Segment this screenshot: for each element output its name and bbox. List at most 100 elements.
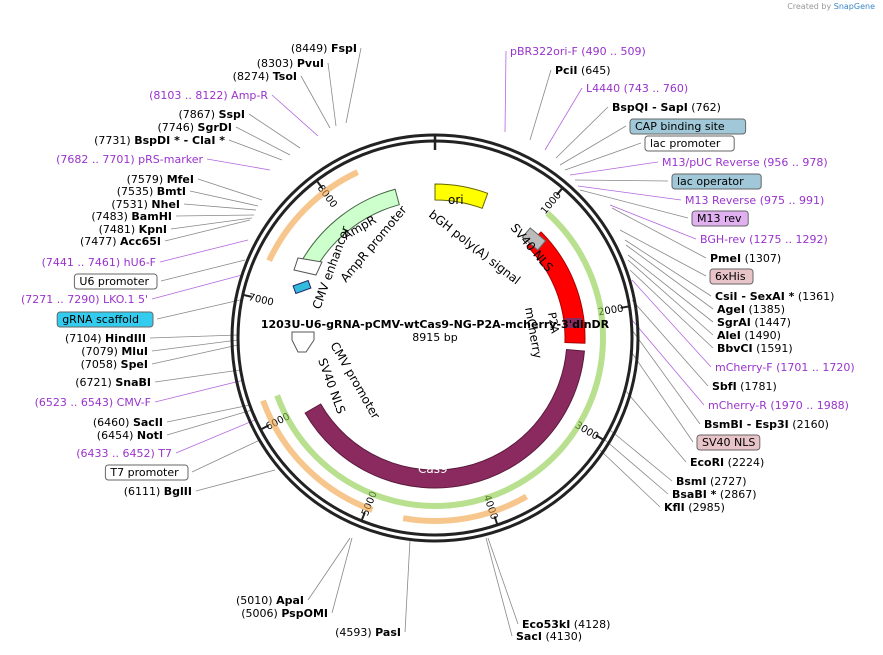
site-name: BGH-rev xyxy=(700,233,746,246)
leader-line xyxy=(529,69,552,141)
site-label-r3: L4440 (743 .. 760) xyxy=(586,82,688,95)
site-text: (8449) FspI xyxy=(291,42,357,55)
feature-box xyxy=(709,268,754,285)
feature-box xyxy=(671,173,762,190)
leader-line xyxy=(564,142,642,171)
leader-line xyxy=(154,379,245,403)
site-text: SbfI (1781) xyxy=(712,380,777,393)
leader-line xyxy=(331,537,353,614)
site-name: KflI xyxy=(664,501,685,514)
site-position: (8303) xyxy=(257,57,297,70)
site-label-b1: (5010) ApaI xyxy=(236,594,304,607)
site-position: (7867) xyxy=(178,108,218,121)
site-name: (6523 .. 6543) CMV-F xyxy=(35,396,151,409)
feature-box xyxy=(696,434,761,451)
site-label-b5: SacI (4130) xyxy=(516,630,582,643)
site-label-r20: SbfI (1781) xyxy=(712,380,777,393)
site-text: SacI (4130) xyxy=(516,630,582,643)
feature-box-label: CAP binding site xyxy=(635,120,725,133)
leader-line xyxy=(544,87,583,151)
site-name: (7682 .. 7701) pRS-marker xyxy=(56,153,203,166)
leader-line xyxy=(629,269,714,349)
site-label-l22: (6721) SnaBI xyxy=(75,376,151,389)
feature-box xyxy=(73,273,158,290)
site-text: PciI (645) xyxy=(555,64,611,77)
site-text: (6523 .. 6543) CMV-F xyxy=(35,396,151,409)
site-text: BsmI (2727) xyxy=(676,475,747,488)
site-text: EcoRI (2224) xyxy=(690,456,764,469)
site-name: NotI xyxy=(137,429,163,442)
site-name: L4440 xyxy=(586,82,620,95)
site-position: (7731) xyxy=(94,134,134,147)
leader-line xyxy=(151,274,243,300)
site-name: SgrAI xyxy=(717,316,751,329)
site-label-r9: M13 Reverse (975 .. 991) xyxy=(685,194,824,207)
site-label-l24: (6460) SacII xyxy=(93,416,163,429)
site-label-l27: T7 promoter xyxy=(104,464,189,481)
site-position: (1970 .. 1988) xyxy=(767,399,849,412)
cmv-enhancer-feature xyxy=(291,331,315,353)
site-text: (4593) PasI xyxy=(335,626,401,639)
site-text: L4440 (743 .. 760) xyxy=(586,82,688,95)
p2a-feature xyxy=(565,318,582,328)
leader-line xyxy=(624,389,687,463)
site-label-r12: PmeI (1307) xyxy=(710,252,781,265)
leader-line xyxy=(206,158,271,171)
site-name: BmtI xyxy=(157,185,186,198)
site-text: (7746) SgrDI xyxy=(157,121,232,134)
site-position: (1781) xyxy=(737,380,777,393)
site-label-r5: CAP binding site xyxy=(629,118,747,135)
plasmid-name: 1203U-U6-gRNA-pCMV-wtCas9-NG-P2A-mcherry… xyxy=(261,318,610,331)
leader-line xyxy=(307,537,351,601)
site-label-l14: (7477) Acc65I xyxy=(80,235,161,248)
site-label-b4: Eco53kI (4128) xyxy=(522,618,610,631)
leader-line xyxy=(154,369,241,383)
feature-box-label: lac operator xyxy=(677,175,744,188)
site-label-r23: SV40 NLS xyxy=(696,434,761,451)
ruler-tick xyxy=(556,187,564,196)
site-name: BamHI xyxy=(131,210,172,223)
site-label-l19: (7104) HindIII xyxy=(65,332,146,345)
leader-line xyxy=(559,125,627,166)
site-text: (6433 .. 6452) T7 xyxy=(76,447,172,460)
leader-line xyxy=(579,189,689,219)
site-label-r18: BbvCI (1591) xyxy=(717,342,793,355)
site-name: HindIII xyxy=(105,332,146,345)
site-position: (490 .. 509) xyxy=(578,45,646,58)
feature-box xyxy=(629,118,747,135)
leader-line xyxy=(574,179,669,182)
site-position: (1701 .. 1720) xyxy=(773,361,855,374)
site-position: (2985) xyxy=(685,501,725,514)
site-label-r1: pBR322ori-F (490 .. 509) xyxy=(510,45,646,58)
site-name: BsmBI - Esp3I xyxy=(704,418,789,431)
site-text: (7867) SspI xyxy=(178,108,245,121)
site-name: EcoRI xyxy=(690,456,724,469)
site-name: FspI xyxy=(331,42,357,55)
site-position: (4128) xyxy=(570,618,610,631)
site-label-r25: BsmI (2727) xyxy=(676,475,747,488)
feature-box-label: gRNA scaffold xyxy=(62,313,139,326)
site-text: pBR322ori-F (490 .. 509) xyxy=(510,45,646,58)
leader-line xyxy=(300,75,331,129)
leader-line xyxy=(151,339,239,352)
leader-line xyxy=(166,409,253,436)
site-position: (2867) xyxy=(716,488,756,501)
site-name: BglII xyxy=(164,485,192,498)
site-name: BbvCI xyxy=(717,342,753,355)
ruler-tick xyxy=(595,434,605,441)
site-position: (7058) xyxy=(81,358,121,371)
site-position: (1275 .. 1292) xyxy=(746,233,828,246)
site-label-r4: BspQI - SapI (762) xyxy=(612,101,721,114)
site-text: (7481) KpnI xyxy=(99,223,167,236)
site-text: (7441 .. 7461) hU6-F xyxy=(42,256,156,269)
ruler-tick xyxy=(360,512,366,522)
site-text: BbvCI (1591) xyxy=(717,342,793,355)
ruler-tick xyxy=(620,305,630,309)
site-label-r15: AgeI (1385) xyxy=(717,303,785,316)
leader-line xyxy=(487,537,519,625)
leader-line xyxy=(631,279,712,368)
site-position: (7535) xyxy=(117,185,157,198)
site-label-l12: (7483) BamHI xyxy=(91,210,172,223)
site-name: mCherry-R xyxy=(708,399,767,412)
site-text: AleI (1490) xyxy=(717,329,781,342)
